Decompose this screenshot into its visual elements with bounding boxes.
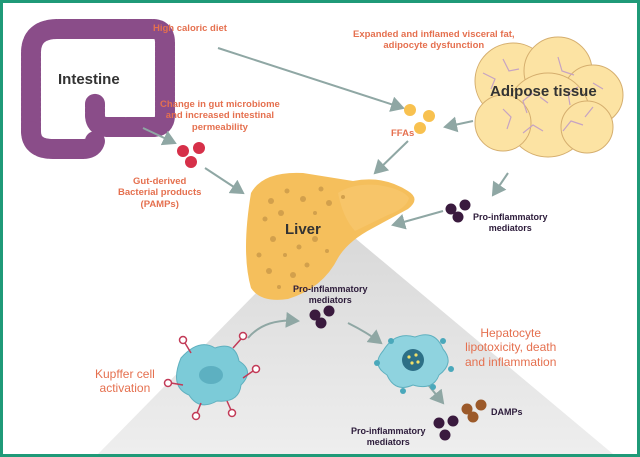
liver-fat-droplets: [256, 186, 345, 289]
kupffer-line-1: Kupffer cell: [95, 367, 155, 381]
liver-shape: [246, 172, 415, 300]
pro-inflammatory-bottom-label: Pro-inflammatory mediators: [351, 426, 426, 448]
pro-inflammatory-bottom-line-1: Pro-inflammatory: [351, 426, 426, 436]
mediator-dots-right: [445, 199, 471, 223]
hepatocyte-cell: [374, 334, 454, 394]
ffa-dots: [404, 104, 435, 134]
adipose-tissue-label: Adipose tissue: [490, 83, 597, 100]
microbiome-line-3: permeability: [191, 121, 248, 133]
pro-inflammatory-right-label: Pro-inflammatory mediators: [473, 212, 548, 234]
pamp-dots: [177, 142, 205, 168]
pro-inflammatory-bottom-line-2: mediators: [366, 436, 410, 447]
kupffer-cell: [163, 331, 261, 421]
arrow-adipose-ffa: [443, 116, 474, 133]
pro-inflammatory-center-label: Pro-inflammatory mediators: [293, 284, 368, 306]
arrow-intestine-pamps: [142, 127, 177, 146]
pro-inflammatory-right-line-2: mediators: [488, 222, 532, 233]
adipose-membranes: [482, 56, 604, 134]
hepatocyte-line-3: and inflammation: [465, 354, 557, 369]
visceral-fat-line-1: Expanded and inflamed visceral fat,: [353, 29, 515, 40]
microbiome-label: Change in gut microbiome and increased i…: [160, 99, 280, 133]
damps-label: DAMPs: [491, 407, 523, 417]
pamps-line-3: (PAMPs): [140, 198, 179, 210]
pro-inflammatory-right-line-1: Pro-inflammatory: [473, 212, 548, 222]
pamps-label: Gut-derived Bacterial products (PAMPs): [118, 176, 201, 210]
pro-inflammatory-center-line-2: mediators: [308, 294, 352, 305]
hepatocyte-label: Hepatocyte lipotoxicity, death and infla…: [465, 326, 556, 369]
microbiome-line-2: and increased intestinal: [165, 110, 275, 122]
intestine-label: Intestine: [58, 71, 120, 88]
adipose-shape: [474, 36, 624, 158]
kupffer-label: Kupffer cell activation: [95, 367, 155, 396]
liver-label: Liver: [285, 221, 321, 238]
hepatocyte-line-1: Hepatocyte: [480, 326, 542, 340]
arrow-diet-ffa: [217, 47, 405, 112]
arrow-mediators-liver: [391, 210, 444, 230]
arrow-ffa-liver: [373, 140, 409, 175]
ffas-label: FFAs: [391, 128, 415, 139]
arrows: [142, 47, 509, 405]
high-caloric-diet-label: High caloric diet: [153, 23, 227, 34]
arrow-mediators-hepatocyte: [347, 322, 383, 345]
arrow-pamps-liver: [204, 167, 245, 195]
pamps-line-1: Gut-derived: [133, 176, 187, 187]
mediator-dots-center: [309, 305, 335, 329]
pro-inflammatory-center-line-1: Pro-inflammatory: [293, 284, 368, 294]
microbiome-line-1: Change in gut microbiome: [160, 99, 280, 110]
visceral-fat-label: Expanded and inflamed visceral fat, adip…: [353, 29, 515, 52]
diagram-art: Intestine: [21, 19, 624, 454]
intestine-shape: [21, 19, 175, 159]
arrow-kupffer-mediators: [247, 311, 300, 339]
damp-dots: [461, 399, 487, 423]
mediator-dots-bottom: [433, 415, 459, 441]
kupffer-line-2: activation: [99, 381, 151, 396]
pamps-line-2: Bacterial products: [118, 187, 202, 199]
visceral-fat-line-2: adipocyte dysfunction: [383, 40, 485, 52]
arrow-adipose-mediators: [491, 172, 509, 197]
hepatocyte-line-2: lipotoxicity, death: [465, 340, 557, 355]
